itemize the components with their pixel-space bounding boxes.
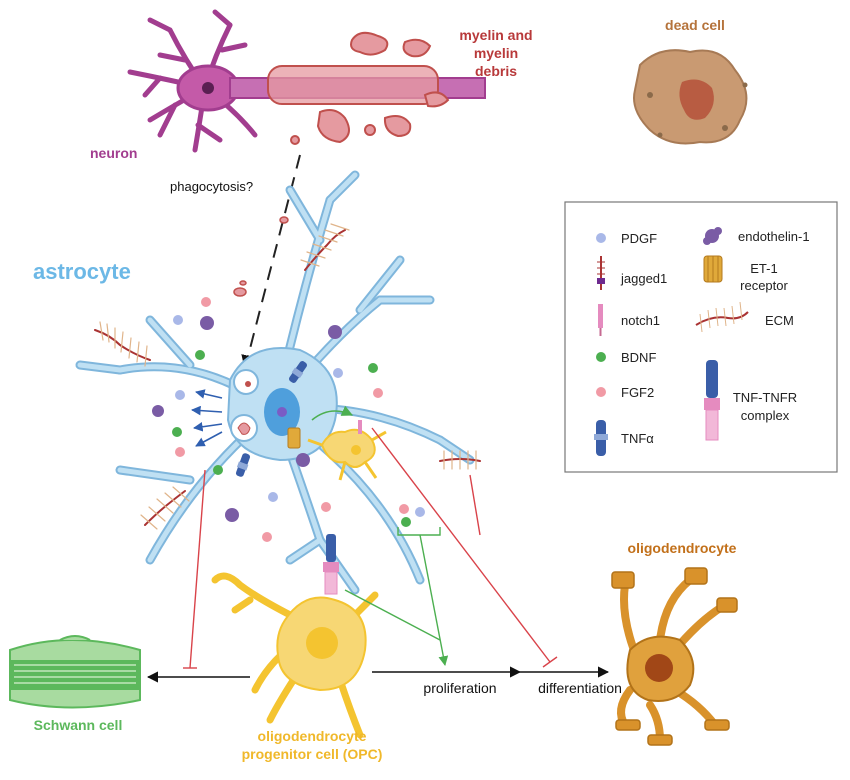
ecm-fibers xyxy=(94,223,481,530)
myelin-debris xyxy=(267,31,450,145)
secretion-arrows xyxy=(152,389,223,457)
astrocyte-cell xyxy=(75,170,475,595)
phagosome xyxy=(230,369,259,442)
legend-tnf-tnfr-line1: TNF-TNFR xyxy=(733,390,797,405)
legend-pdgf: PDGF xyxy=(621,231,657,246)
phagocytosis-label: phagocytosis? xyxy=(170,179,253,194)
fgf2-icon xyxy=(596,387,606,397)
oligodendrocyte-label: oligodendrocyte xyxy=(628,540,737,556)
legend-fgf2: FGF2 xyxy=(621,385,654,400)
myelin-label-line3: debris xyxy=(475,63,517,79)
legend-endothelin1: endothelin-1 xyxy=(738,229,810,244)
opc-cell xyxy=(211,572,379,739)
tnfa-receptors xyxy=(235,361,307,477)
proliferation-label: proliferation xyxy=(423,680,496,696)
tnfa-icon xyxy=(594,420,608,456)
ecm-icon xyxy=(695,301,749,333)
schwann-cell-label: Schwann cell xyxy=(34,717,123,733)
dead-cell xyxy=(633,49,748,145)
small-opc xyxy=(307,405,387,481)
pathway-arrows xyxy=(146,666,610,683)
legend-ecm: ECM xyxy=(765,313,794,328)
legend-et1-line1: ET-1 xyxy=(750,261,777,276)
legend-tnf-tnfr-line2: complex xyxy=(741,408,790,423)
differentiation-label: differentiation xyxy=(538,680,622,696)
scattered-factors xyxy=(173,297,425,542)
legend-tnfa: TNFα xyxy=(621,431,654,446)
inhibition-lines xyxy=(183,427,558,669)
opc-label-line1: oligodendrocyte xyxy=(258,728,367,744)
et1-receptor-icon xyxy=(703,255,723,283)
legend-box: PDGF jagged1 notch1 BDNF FGF2 TNFα endot… xyxy=(564,201,838,473)
opc-label-line2: progenitor cell (OPC) xyxy=(242,746,383,762)
oligodendrocyte-cell xyxy=(611,567,738,746)
legend-jagged1: jagged1 xyxy=(620,271,667,286)
promotion-lines xyxy=(344,527,449,666)
tnf-tnfr-complex xyxy=(323,534,339,595)
legend-et1-line2: receptor xyxy=(740,278,788,293)
bdnf-icon xyxy=(596,352,606,362)
notch1-icon xyxy=(598,304,603,336)
myelin-label-line2: myelin xyxy=(474,45,518,61)
pdgf-icon xyxy=(596,233,606,243)
schwann-cell xyxy=(9,635,141,709)
dead-cell-label: dead cell xyxy=(665,17,725,33)
tnf-tnfr-icon xyxy=(704,360,720,441)
astrocyte-label: astrocyte xyxy=(33,259,131,284)
myelin-label-line1: myelin and xyxy=(459,27,532,43)
neuron-label: neuron xyxy=(90,145,137,161)
endothelin1-icon xyxy=(703,227,722,245)
jagged1-icon xyxy=(597,256,605,290)
legend-notch1: notch1 xyxy=(621,313,660,328)
legend-bdnf: BDNF xyxy=(621,350,656,365)
